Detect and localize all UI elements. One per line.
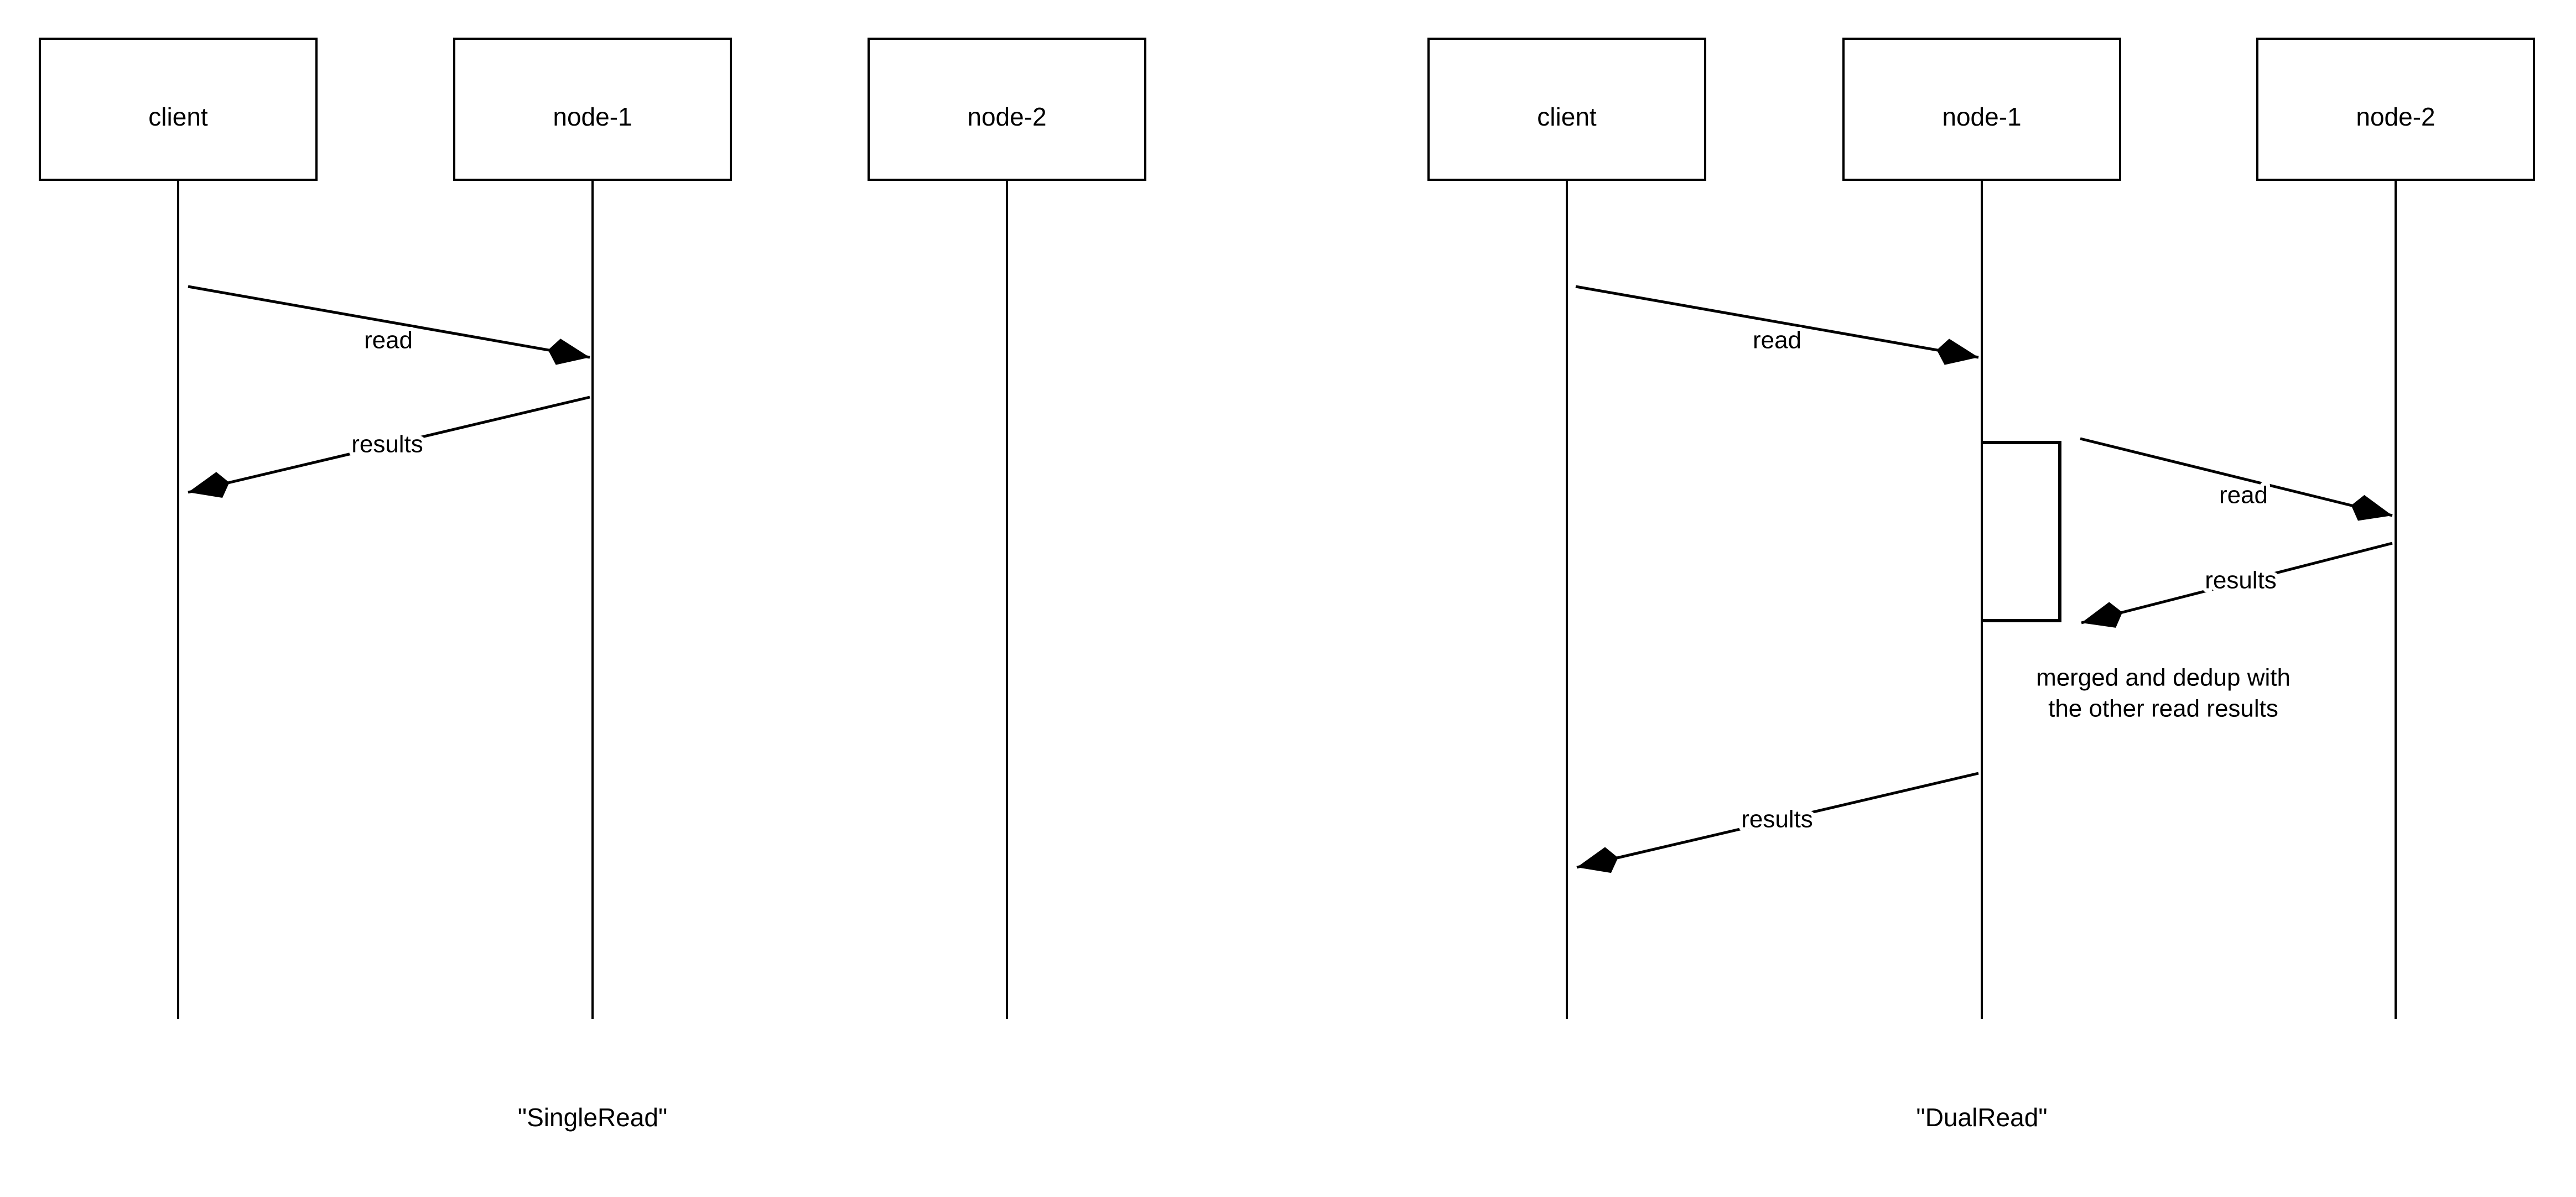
participant-label-client: client: [1537, 102, 1597, 131]
message-line: [1576, 772, 1979, 869]
note-block: merged and dedup with the other read resu…: [2036, 664, 2291, 722]
participant-box-node-2: [868, 38, 1146, 181]
message-label-halo: results: [351, 431, 423, 458]
participant-label-node-1: node-1: [553, 102, 632, 131]
message-arrowhead: [2351, 495, 2392, 521]
diagram-caption-dual-read: "DualRead": [1916, 1103, 2047, 1132]
participant-client-single-read: client: [39, 38, 318, 1019]
participant-node-1-single-read: node-1: [453, 38, 732, 1019]
message-label-results: results: [2205, 567, 2277, 594]
note-line: merged and dedup with: [2036, 664, 2291, 691]
message-label-halo: results: [1741, 806, 1813, 833]
participant-label-node-2: node-2: [967, 102, 1046, 131]
message-label-read: read: [2219, 482, 2268, 509]
message-label-read: read: [1753, 327, 1801, 354]
note-line: the other read results: [2048, 695, 2278, 722]
message-arrowhead: [188, 472, 230, 498]
participant-label-node-1: node-1: [1942, 102, 2021, 131]
diagram-caption-single-read: "SingleRead": [518, 1103, 668, 1132]
participant-node-2-single-read: node-2: [868, 38, 1146, 1019]
message-label-halo: read: [364, 327, 413, 354]
message-label-read: read: [364, 327, 413, 354]
message-arrowhead: [1577, 847, 1618, 873]
message-line: [188, 285, 590, 359]
message-line: [1575, 285, 1979, 359]
participant-node-2-dual-read: node-2: [2256, 38, 2535, 1019]
message-arrowhead: [1936, 339, 1978, 365]
message-line: [188, 395, 590, 494]
participant-box-node-1: [453, 38, 732, 181]
participant-label-client: client: [148, 102, 208, 131]
participant-box-client: [39, 38, 318, 181]
participant-box-node-1: [1842, 38, 2121, 181]
message-arrowhead: [548, 339, 590, 365]
message-label-results: results: [351, 431, 423, 458]
message-arrowhead: [2081, 602, 2123, 628]
participant-label-node-2: node-2: [2356, 102, 2435, 131]
activation-bracket-node-1: [1982, 441, 2061, 622]
message-label-halo: results: [2205, 567, 2277, 594]
participant-client-dual-read: client: [1427, 38, 1706, 1019]
message-label-halo: read: [1753, 327, 1801, 354]
message-line: [2080, 437, 2393, 517]
message-label-halo: read: [2219, 482, 2268, 509]
participant-box-client: [1427, 38, 1706, 181]
message-label-results: results: [1741, 806, 1813, 833]
message-line: [2081, 542, 2393, 624]
participant-node-1-dual-read: node-1: [1842, 38, 2121, 1019]
